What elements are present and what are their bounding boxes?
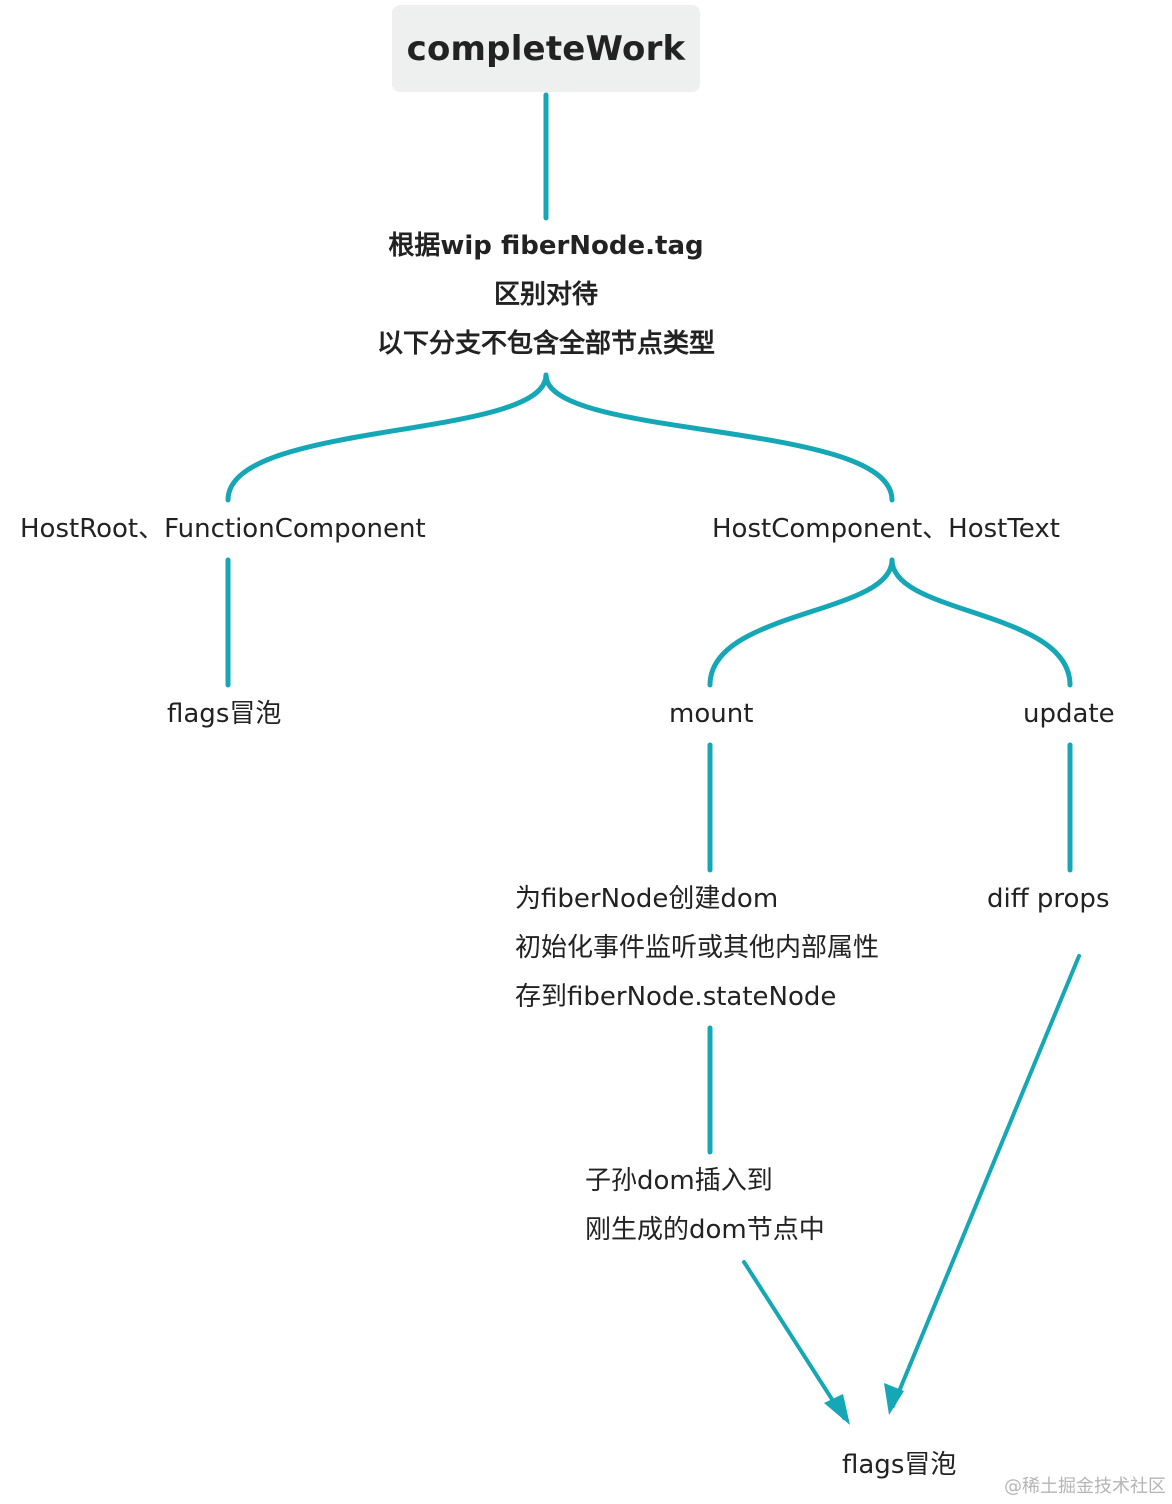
arrow-diff-props-to-flags	[891, 954, 1081, 1408]
create-dom-line-2: 初始化事件监听或其他内部属性	[515, 933, 880, 963]
create-dom-line-3: 存到fiberNode.stateNode	[515, 982, 837, 1012]
left-flags-label: flags冒泡	[167, 699, 282, 729]
dispatch-line-1: 根据wip fiberNode.tag	[388, 231, 704, 261]
mount-label: mount	[669, 699, 754, 729]
append-children-line-1: 子孙dom插入到	[585, 1166, 773, 1196]
connector-right-branch-to-mount	[707, 557, 895, 688]
left-branch-label: HostRoot、FunctionComponent	[20, 514, 426, 544]
diff-props-node: diff props	[987, 875, 1109, 924]
final-flags-label: flags冒泡	[842, 1450, 957, 1480]
right-branch-node: HostComponent、HostText	[712, 505, 1060, 554]
connector-split-to-left-branch	[225, 372, 549, 503]
mount-node: mount	[669, 690, 753, 739]
append-children-node: 子孙dom插入到 刚生成的dom节点中	[585, 1157, 825, 1255]
update-node: update	[1023, 690, 1115, 739]
append-children-line-2: 刚生成的dom节点中	[585, 1215, 825, 1245]
connector-right-branch-to-update	[889, 557, 1073, 688]
connector-split-to-right-branch	[543, 372, 895, 503]
dispatch-line-3: 以下分支不包含全部节点类型	[376, 329, 715, 359]
left-flags-node: flags冒泡	[167, 690, 281, 739]
dispatch-line-2: 区别对待	[493, 280, 598, 310]
left-branch-node: HostRoot、FunctionComponent	[20, 505, 426, 554]
create-dom-node: 为fiberNode创建dom 初始化事件监听或其他内部属性 存到fiberNo…	[515, 875, 879, 1022]
arrow-append-children-to-flags	[742, 1260, 846, 1420]
watermark-text: @稀土掘金技术社区	[1004, 1476, 1166, 1497]
root-node-label: completeWork	[406, 28, 686, 69]
dispatch-node: 根据wip fiberNode.tag 区别对待 以下分支不包含全部节点类型	[346, 222, 746, 369]
final-flags-node: flags冒泡	[842, 1441, 956, 1490]
update-label: update	[1023, 699, 1115, 729]
diff-props-label: diff props	[987, 884, 1110, 914]
root-node-box: completeWork	[392, 5, 700, 92]
create-dom-line-1: 为fiberNode创建dom	[515, 884, 779, 914]
right-branch-label: HostComponent、HostText	[712, 514, 1060, 544]
arrowhead-right	[884, 1383, 904, 1415]
arrowhead-left	[824, 1394, 850, 1425]
